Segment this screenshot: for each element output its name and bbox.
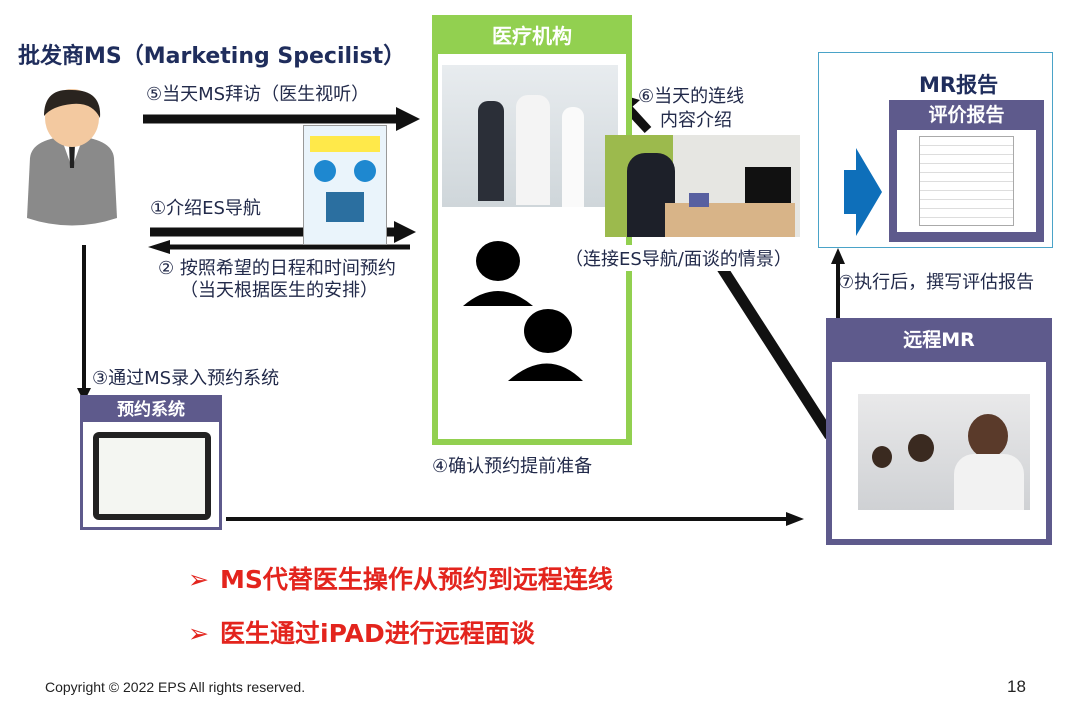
bullet-1-text: MS代替医生操作从预约到远程连线 <box>220 565 613 594</box>
doctor-silhouettes-icon <box>463 241 583 381</box>
evaluation-report-header: 评价报告 <box>928 104 1005 126</box>
page-number: 18 <box>1007 677 1026 696</box>
booking-system-header: 预约系统 <box>83 398 219 422</box>
step2-label-line2: （当天根据医生的安排） <box>180 280 378 301</box>
right-chevron-arrow-icon <box>844 148 882 236</box>
medical-institution-panel: 医疗机构 <box>432 15 632 445</box>
medical-institution-header: 医疗机构 <box>437 20 627 54</box>
report-form-image <box>919 136 1014 226</box>
evaluation-report-box: 评价报告 <box>889 100 1044 242</box>
bullet-1: ➢ MS代替医生操作从预约到远程连线 <box>188 560 613 596</box>
copyright: Copyright © 2022 EPS All rights reserved… <box>45 679 306 695</box>
step7-label: ⑦执行后，撰写评估报告 <box>838 272 1035 293</box>
step1-label: ①介绍ES导航 <box>150 198 261 219</box>
doctors-photo <box>442 65 618 207</box>
step3-label: ③通过MS录入预约系统 <box>92 368 280 389</box>
bullet-arrow-icon: ➢ <box>188 565 209 594</box>
step6-label-line2: 内容介绍 <box>660 110 732 131</box>
step4-label: ④确认预约提前准备 <box>432 456 593 477</box>
mr-report-title: MR报告 <box>919 73 999 97</box>
booking-tablet-image <box>93 432 211 520</box>
photo-caption: （连接ES导航/面谈的情景） <box>565 245 792 271</box>
consultation-photo <box>605 135 800 237</box>
step2-label-line1: ② 按照希望的日程和时间预约 <box>158 258 396 279</box>
es-navigation-flyer-image <box>303 125 387 245</box>
mr-report-panel: MR报告 评价报告 <box>818 52 1053 248</box>
bullet-arrow-icon: ➢ <box>188 619 209 648</box>
businessman-icon <box>22 88 122 233</box>
booking-system-panel: 预约系统 <box>80 395 222 530</box>
call-center-photo <box>858 394 1030 510</box>
step5-label: ⑤当天MS拜访（医生视听） <box>146 84 370 105</box>
step6-label-line1: ⑥当天的连线 <box>638 86 745 107</box>
slide-title: 批发商MS（Marketing Specilist） <box>18 44 406 69</box>
bullet-2: ➢ 医生通过iPAD进行远程面谈 <box>188 614 535 650</box>
bullet-2-text: 医生通过iPAD进行远程面谈 <box>220 619 535 648</box>
remote-mr-panel: 远程MR <box>826 318 1052 545</box>
remote-mr-header: 远程MR <box>903 329 975 351</box>
